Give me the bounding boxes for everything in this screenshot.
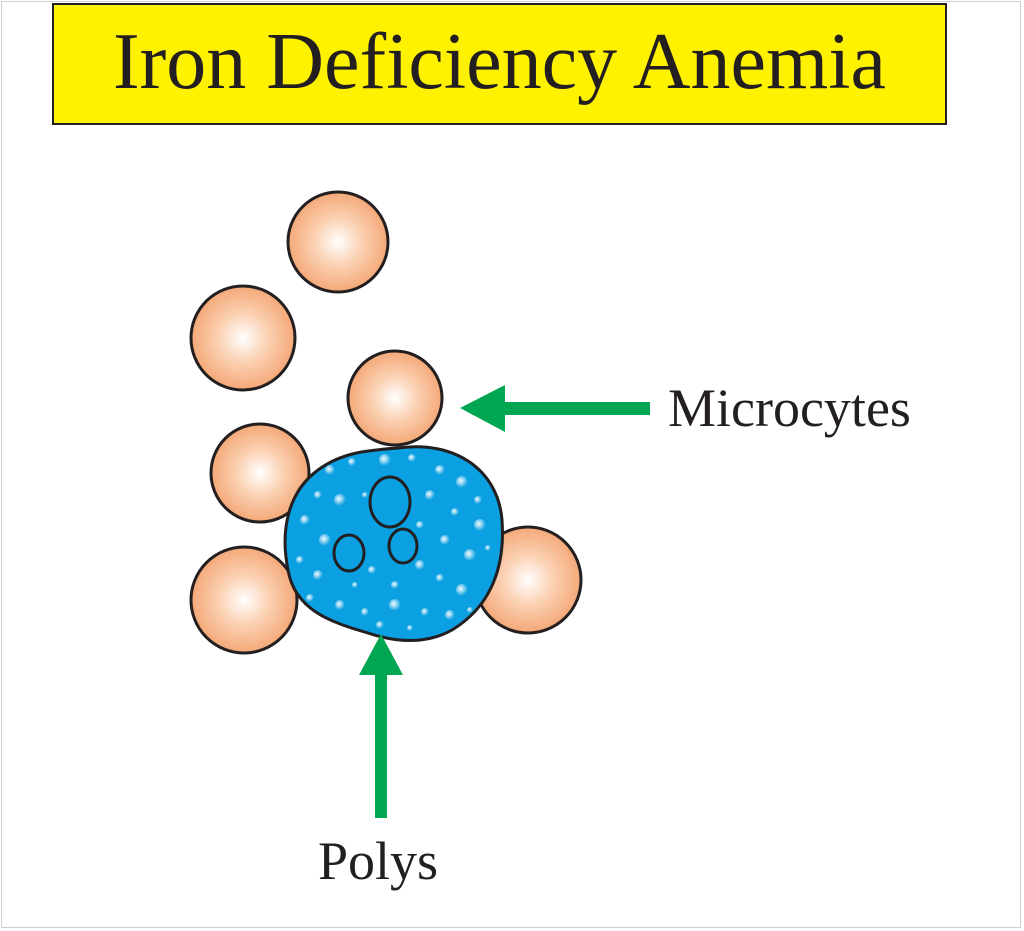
microcyte-cell [189,545,299,655]
microcytes-arrow [460,385,650,432]
polys-arrow [359,634,403,818]
poly-granules [296,454,491,631]
microcyte-cells [189,190,583,655]
poly-cell [283,445,504,642]
microcyte-cell [286,190,390,294]
nucleus-lobe [387,527,419,565]
microcyte-cell [346,349,444,447]
microcyte-cell [189,284,297,392]
title-banner: Iron Deficiency Anemia [52,3,947,125]
nucleus-lobe [368,475,412,529]
polys-label: Polys [318,831,439,891]
poly-nucleus-lobes [332,475,419,573]
nucleus-lobe [332,533,366,573]
microcytes-label: Microcytes [668,378,911,438]
microcyte-cell [209,422,311,524]
page-title: Iron Deficiency Anemia [112,18,886,106]
